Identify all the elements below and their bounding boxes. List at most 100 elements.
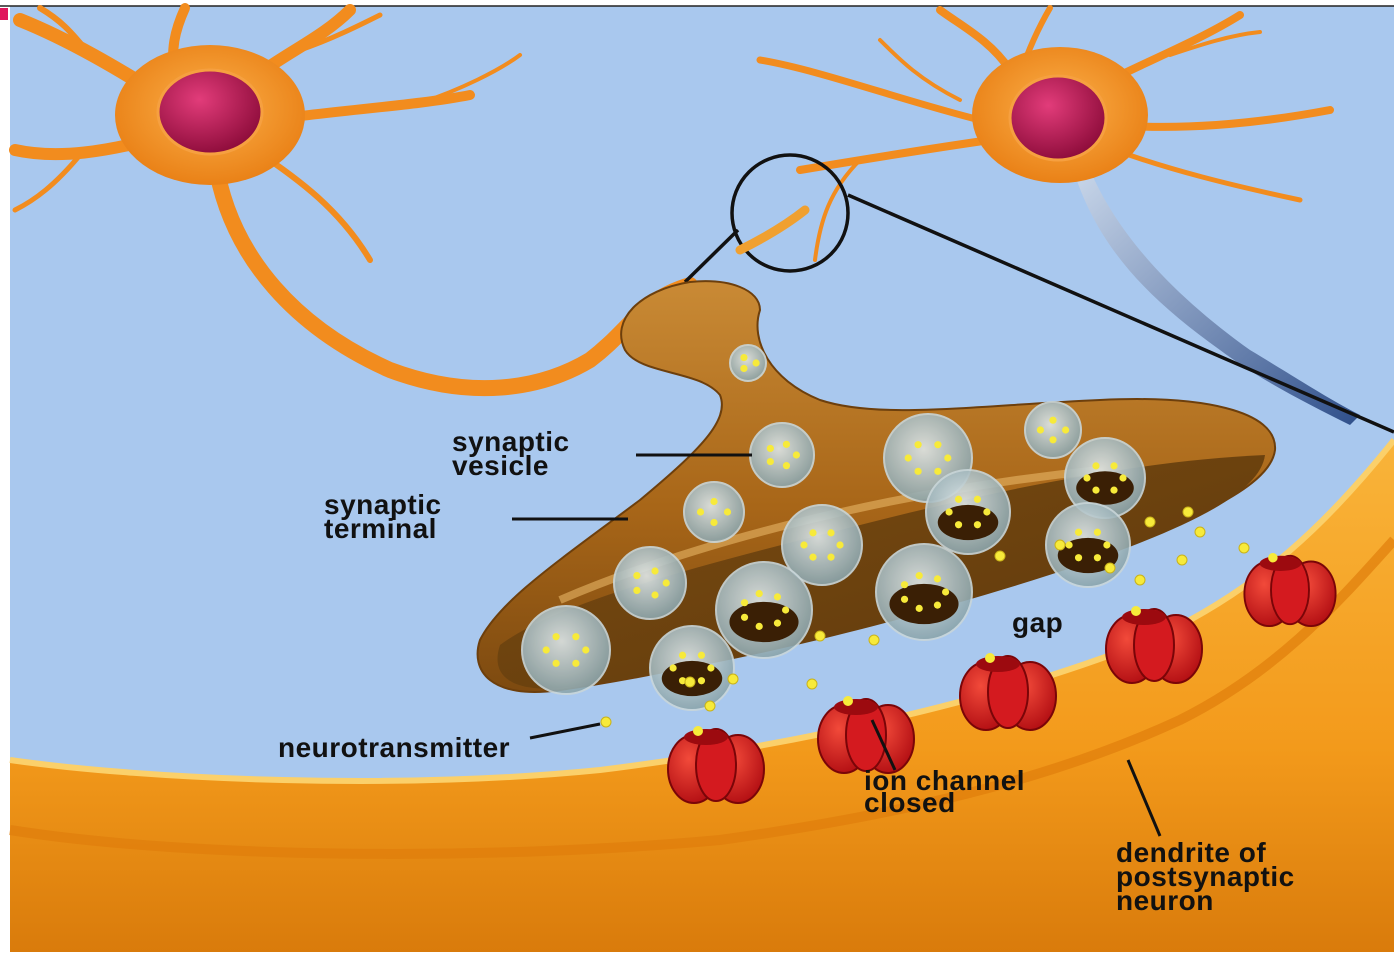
vesicle-neurotransmitter (740, 354, 747, 361)
vesicle-neurotransmitter (1103, 541, 1110, 548)
corner-marker (0, 8, 8, 20)
label-synaptic-terminal-2: terminal (324, 513, 437, 544)
vesicle-membrane (750, 423, 814, 487)
vesicle-neurotransmitter (827, 529, 834, 536)
vesicle-neurotransmitter (783, 462, 790, 469)
vesicle-neurotransmitter (1075, 554, 1082, 561)
vesicle-neurotransmitter (663, 579, 670, 586)
vesicle-neurotransmitter (774, 593, 781, 600)
vesicle-neurotransmitter (955, 521, 962, 528)
neurotransmitter-molecule (995, 551, 1005, 561)
channel-pore (684, 729, 728, 745)
neurotransmitter-molecule (1135, 575, 1145, 585)
channel-pore (1260, 556, 1302, 571)
neurotransmitter-molecule (1183, 507, 1193, 517)
label-gap: gap (1012, 607, 1063, 638)
vesicle-neurotransmitter (553, 633, 560, 640)
vesicle-neurotransmitter (741, 614, 748, 621)
neurotransmitter-molecule (869, 635, 879, 645)
synaptic-vesicle (876, 544, 972, 640)
channel-pore (976, 656, 1020, 672)
vesicle-neurotransmitter (944, 454, 951, 461)
channel-pore (834, 699, 878, 715)
vesicle-neurotransmitter (901, 581, 908, 588)
vesicle-neurotransmitter (1049, 436, 1056, 443)
vesicle-neurotransmitter (710, 498, 717, 505)
vesicle-neurotransmitter (679, 652, 686, 659)
neurotransmitter-molecule (1195, 527, 1205, 537)
vesicle-neurotransmitter (740, 365, 747, 372)
vesicle-neurotransmitter (767, 445, 774, 452)
vesicle-neurotransmitter (572, 633, 579, 640)
vesicle-neurotransmitter (1037, 426, 1044, 433)
vesicle-neurotransmitter (697, 508, 704, 515)
bound-neurotransmitter (1268, 553, 1278, 563)
synaptic-vesicle (1025, 402, 1081, 458)
vesicle-neurotransmitter (782, 606, 789, 613)
vesicle-neurotransmitter (983, 508, 990, 515)
vesicle-neurotransmitter (827, 554, 834, 561)
neurotransmitter-molecule (685, 677, 695, 687)
neurotransmitter-molecule (728, 674, 738, 684)
vesicle-neurotransmitter (698, 677, 705, 684)
neurotransmitter-molecule (807, 679, 817, 689)
vesicle-neurotransmitter (724, 508, 731, 515)
vesicle-neurotransmitter (934, 602, 941, 609)
vesicle-neurotransmitter (1049, 417, 1056, 424)
vesicle-neurotransmitter (915, 441, 922, 448)
neurotransmitter-molecule (705, 701, 715, 711)
vesicle-neurotransmitter (1092, 462, 1099, 469)
label-dendrite-3: neuron (1116, 885, 1214, 916)
vesicle-neurotransmitter (1066, 541, 1073, 548)
vesicle-neurotransmitter (741, 599, 748, 606)
vesicle-neurotransmitter (1075, 529, 1082, 536)
vesicle-neurotransmitter (753, 359, 760, 366)
vesicle-neurotransmitter (974, 521, 981, 528)
vesicle-neurotransmitter (916, 572, 923, 579)
vesicle-neurotransmitter (1119, 474, 1126, 481)
vesicle-neurotransmitter (800, 541, 807, 548)
synaptic-vesicle (614, 547, 686, 619)
vesicle-neurotransmitter (783, 441, 790, 448)
synaptic-vesicle (926, 470, 1010, 554)
vesicle-neurotransmitter (756, 623, 763, 630)
vesicle-neurotransmitter (651, 591, 658, 598)
neurotransmitter-molecule (815, 631, 825, 641)
vesicle-neurotransmitter (974, 496, 981, 503)
neurotransmitter-molecule (1145, 517, 1155, 527)
vesicle-neurotransmitter (916, 605, 923, 612)
vesicle-neurotransmitter (1092, 487, 1099, 494)
vesicle-neurotransmitter (809, 529, 816, 536)
nucleus (1010, 76, 1106, 160)
vesicle-neurotransmitter (934, 468, 941, 475)
neurotransmitter-molecule (1177, 555, 1187, 565)
vesicle-neurotransmitter (670, 664, 677, 671)
bound-neurotransmitter (843, 696, 853, 706)
vesicle-membrane (614, 547, 686, 619)
nucleus (158, 70, 262, 154)
synaptic-vesicle (750, 423, 814, 487)
vesicle-neurotransmitter (1083, 474, 1090, 481)
vesicle-neurotransmitter (767, 458, 774, 465)
vesicle-neurotransmitter (901, 596, 908, 603)
vesicle-membrane (730, 345, 766, 381)
vesicle-neurotransmitter (1110, 462, 1117, 469)
vesicle-neurotransmitter (905, 454, 912, 461)
vesicle-neurotransmitter (793, 451, 800, 458)
vesicle-neurotransmitter (756, 590, 763, 597)
synaptic-vesicle (522, 606, 610, 694)
synaptic-vesicle (684, 482, 744, 542)
vesicle-neurotransmitter (710, 519, 717, 526)
vesicle-neurotransmitter (946, 508, 953, 515)
bound-neurotransmitter (693, 726, 703, 736)
vesicle-neurotransmitter (955, 496, 962, 503)
vesicle-neurotransmitter (651, 567, 658, 574)
synaptic-vesicle (716, 562, 812, 658)
vesicle-neurotransmitter (1110, 487, 1117, 494)
vesicle-neurotransmitter (934, 575, 941, 582)
vesicle-neurotransmitter (553, 660, 560, 667)
synaptic-vesicle (730, 345, 766, 381)
vesicle-neurotransmitter (698, 652, 705, 659)
vesicle-neurotransmitter (633, 572, 640, 579)
